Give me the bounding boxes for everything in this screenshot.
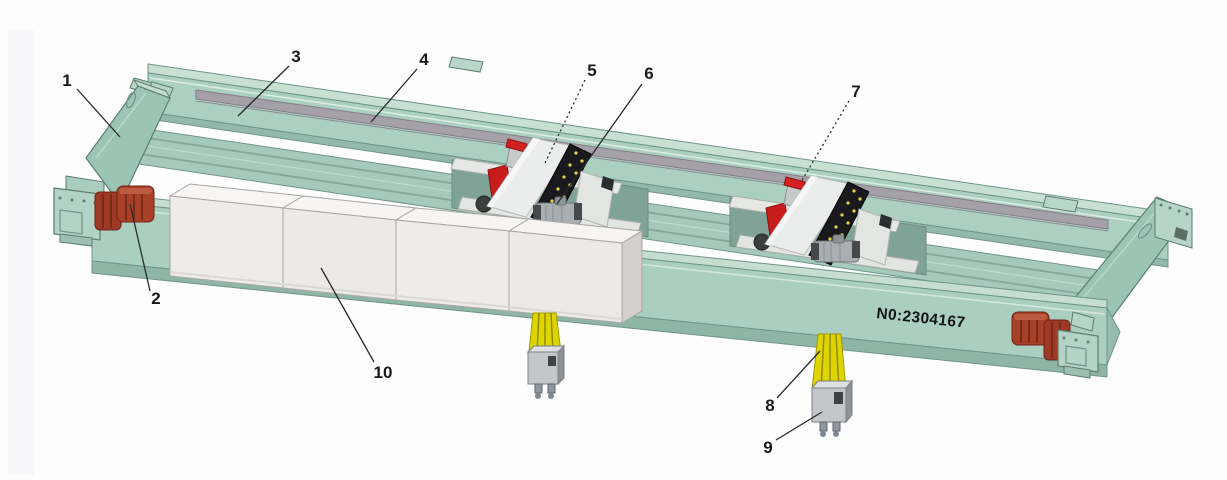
callout-7-number: 7 — [851, 82, 860, 101]
end-carriage-left — [85, 79, 172, 206]
canvas-edge-band — [8, 30, 34, 475]
right-wheel-block-and-motor — [1011, 311, 1099, 379]
hook-block-2 — [810, 379, 854, 437]
callout-9: 9 — [763, 411, 823, 457]
callout-10: 10 — [320, 267, 393, 382]
callout-6: 6 — [556, 64, 654, 205]
callout-7: 7 — [800, 82, 861, 183]
electrical-cabinets — [168, 183, 644, 324]
callout-6-number: 6 — [644, 64, 653, 83]
callout-1: 1 — [62, 71, 121, 138]
callout-2-number: 2 — [151, 289, 160, 308]
callout-5: 5 — [544, 61, 597, 164]
trolley-rail — [195, 89, 1109, 232]
callout-8: 8 — [765, 350, 821, 415]
callout-3-number: 3 — [291, 47, 300, 66]
callout-5-number: 5 — [587, 61, 596, 80]
callout-10-number: 10 — [374, 363, 393, 382]
left-wheel-block-and-motor — [53, 175, 155, 247]
callout-2: 2 — [129, 203, 161, 308]
callout-8-number: 8 — [765, 396, 774, 415]
callout-4: 4 — [370, 50, 429, 123]
callout-1-number: 1 — [62, 71, 71, 90]
hook-block-1 — [526, 344, 566, 399]
callout-9-number: 9 — [763, 438, 772, 457]
callout-3: 3 — [237, 47, 301, 117]
travel-motor-left — [94, 185, 155, 231]
callout-4-number: 4 — [419, 50, 429, 69]
